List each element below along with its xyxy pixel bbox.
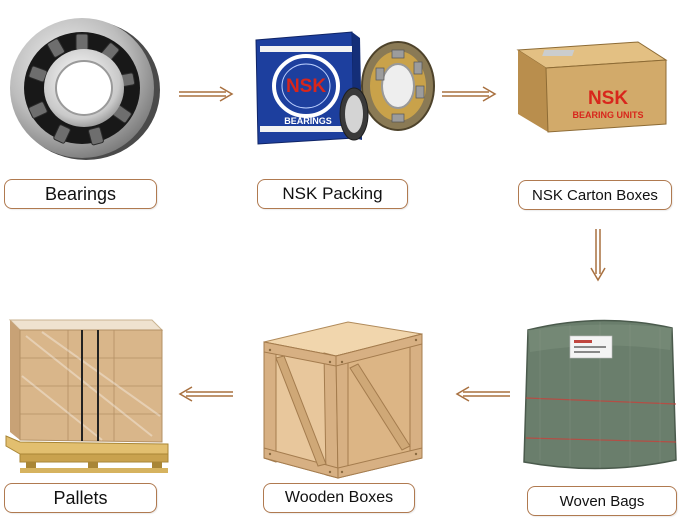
arrow-right-icon — [441, 86, 497, 102]
carton-sub-text: BEARING UNITS — [572, 110, 643, 120]
arrow-left-icon — [178, 386, 234, 402]
packing-sub-text: BEARINGS — [284, 116, 332, 126]
arrow-left-icon — [455, 386, 511, 402]
nsk-packing-image: NSK BEARINGS — [252, 28, 438, 154]
step-label-pallets: Pallets — [4, 483, 157, 513]
step-label-wooden-boxes: Wooden Boxes — [263, 483, 415, 513]
woven-bag-image — [520, 310, 680, 480]
packing-brand-text: NSK — [286, 76, 326, 97]
carton-box-image: NSK BEARING UNITS — [512, 40, 670, 134]
step-label-nsk-packing: NSK Packing — [257, 179, 408, 209]
step-label-woven-bags: Woven Bags — [527, 486, 677, 516]
step-label-bearings: Bearings — [4, 179, 157, 209]
carton-brand-text: NSK — [588, 88, 628, 109]
step-label-nsk-carton-boxes: NSK Carton Boxes — [518, 180, 672, 210]
bearing-image — [4, 10, 160, 166]
arrow-right-icon — [178, 86, 234, 102]
arrow-down-icon — [589, 228, 607, 282]
wooden-box-image — [258, 318, 428, 482]
pallet-image — [2, 316, 172, 480]
